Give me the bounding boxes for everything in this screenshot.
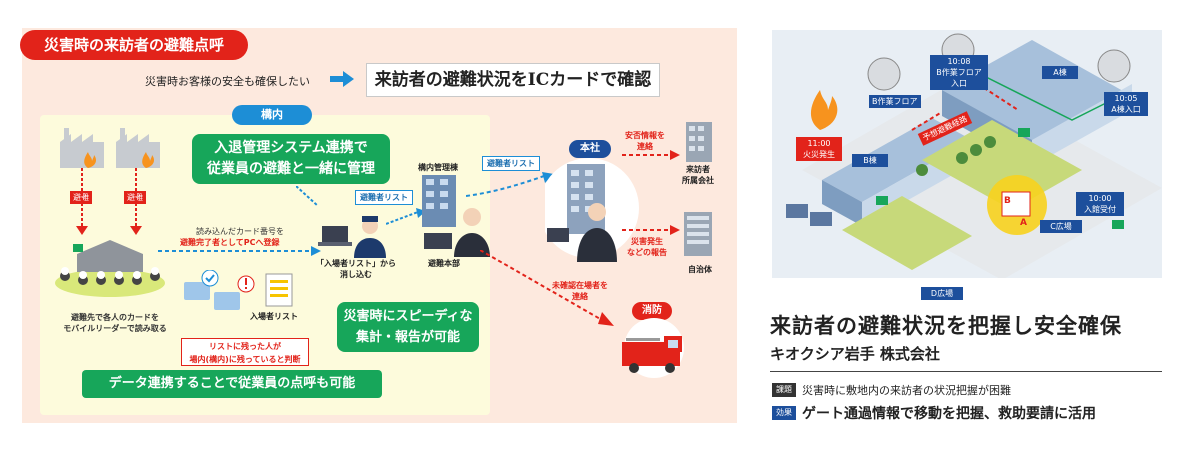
tag-a-entry-name: A棟入口 [1111,105,1141,114]
erase-line2: 消し込む [340,270,372,279]
diag-arrow [296,186,319,207]
evac-tag-2: 避難 [124,191,146,204]
tag-b-floor-entry: 10:08 B作業フロア入口 [930,55,988,90]
remaining-line1: リストに残った人が [209,342,281,351]
evac-arrows [76,168,142,235]
gov-building [684,212,712,256]
evac-tag-1: 避難 [70,191,92,204]
visitor-company-line1: 来訪者 [686,165,710,174]
tag-a-entry-time: 10:05 [1114,94,1138,103]
disaster-report-line2: などの報告 [627,248,667,257]
card-reader-icons [184,270,293,310]
tag-reception-time: 10:00 [1088,194,1112,203]
factory-icons [60,128,160,168]
map-b-label: B [1004,196,1011,206]
card-number-text: 読み込んだカード番号を [196,227,284,236]
tag-b-floor: B作業フロア [869,95,921,108]
read-card-line2: モバイルリーダーで読み取る [63,324,167,333]
disaster-report-text: 災害発生 などの報告 [627,236,667,258]
disaster-report-line1: 災害発生 [631,237,663,246]
erase-line1: 「入場者リスト」から [316,259,396,268]
fire-dept-pill: 消防 [632,302,672,320]
tag-fire-time: 11:00 [807,139,831,148]
unconfirmed-line1: 未確認在場者を [552,281,608,290]
tag-fire: 11:00 火災発生 [796,137,842,161]
remaining-line2: 場内(構内)に残っていると判断 [189,355,301,364]
safety-info-text: 安否情報を 連絡 [625,130,665,152]
read-card-line1: 避難先で各人のカードを [71,313,159,322]
mgmt-building [422,175,490,257]
effect-tag: 効果 [772,406,796,420]
speedy-line1: 災害時にスピーディな [343,309,473,324]
visitor-company-text: 来訪者 所属会社 [682,164,714,186]
visitor-company-line2: 所属会社 [682,176,714,185]
main-title: 来訪者の避難状況を把握し安全確保 [770,313,1122,338]
visitor-list-tag: 避難者リスト [355,190,413,205]
unconfirmed-text: 未確認在場者を 連絡 [552,280,608,302]
card-register-text: 避難完了者としてPCへ登録 [180,238,280,247]
flow-arrow-hq [466,172,554,197]
entry-list-label: 入場者リスト [250,312,298,321]
read-card-text: 避難先で各人のカードを モバイルリーダーで読み取る [50,312,180,334]
speedy-line2: 集計・報告が可能 [355,330,460,345]
remaining-warning: リストに残った人が 場内(構内)に残っていると判断 [181,338,309,366]
effect-text: ゲート通過情報で移動を把握、救助要請に活用 [802,406,1096,422]
tag-b-floor-entry-name: B作業フロア入口 [936,68,982,88]
system-link-line1: 入退管理システム連携で [214,140,368,156]
evac-list-tag-2: 避難者リスト [482,156,540,171]
tag-reception: 10:00 入館受付 [1076,192,1124,216]
safety-info-line2: 連絡 [637,142,653,151]
hq-scene [545,158,639,262]
map-a-label: A [1020,218,1027,228]
tag-d-square: D広場 [921,287,963,300]
tag-b-building: B棟 [852,154,888,167]
tag-c-square: C広場 [1040,220,1082,233]
local-gov-label: 自治体 [688,265,712,274]
unconfirmed-line2: 連絡 [572,292,588,301]
issue-text: 災害時に敷地内の来訪者の状況把握が困難 [802,384,1011,397]
tag-reception-name: 入館受付 [1084,205,1116,214]
erase-text: 「入場者リスト」から 消し込む [316,258,396,280]
data-link-bar: データ連携することで従業員の点呼も可能 [82,370,382,398]
arrow-to-fire [480,250,614,326]
fire-truck [622,318,684,378]
tag-fire-name: 火災発生 [803,150,835,159]
tag-a-entry: 10:05 A棟入口 [1104,92,1148,116]
tag-a-building: A棟 [1042,66,1078,79]
company-name: キオクシア岩手 株式会社 [770,345,940,363]
right-arrow-icon [330,71,354,87]
safety-info-line1: 安否情報を [625,131,665,140]
hq-pill: 本社 [569,140,611,158]
divider [770,371,1162,372]
hq-evac-label: 避難本部 [428,259,460,268]
speedy-bubble: 災害時にスピーディな 集計・報告が可能 [337,302,479,352]
intro-text: 災害時お客様の安全も確保したい [145,75,310,88]
company-building [686,122,712,162]
arrow-to-company [622,150,680,160]
assembly-group [55,240,165,297]
arrow-to-gov [622,225,680,235]
tag-b-floor-entry-time: 10:08 [947,57,971,66]
operator-figure [318,216,386,258]
flow-arrow-card [158,246,321,256]
banner-ic-card: 来訪者の避難状況をICカードで確認 [366,63,660,97]
mgmt-building-label: 構内管理棟 [418,163,458,172]
issue-tag: 課題 [772,383,796,397]
campus-label: 構内 [232,105,312,125]
system-link-bubble: 入退管理システム連携で 従業員の避難と一緒に管理 [192,134,390,184]
section-title: 災害時の来訪者の避難点呼 [20,30,248,60]
system-link-line2: 従業員の避難と一緒に管理 [207,161,375,177]
